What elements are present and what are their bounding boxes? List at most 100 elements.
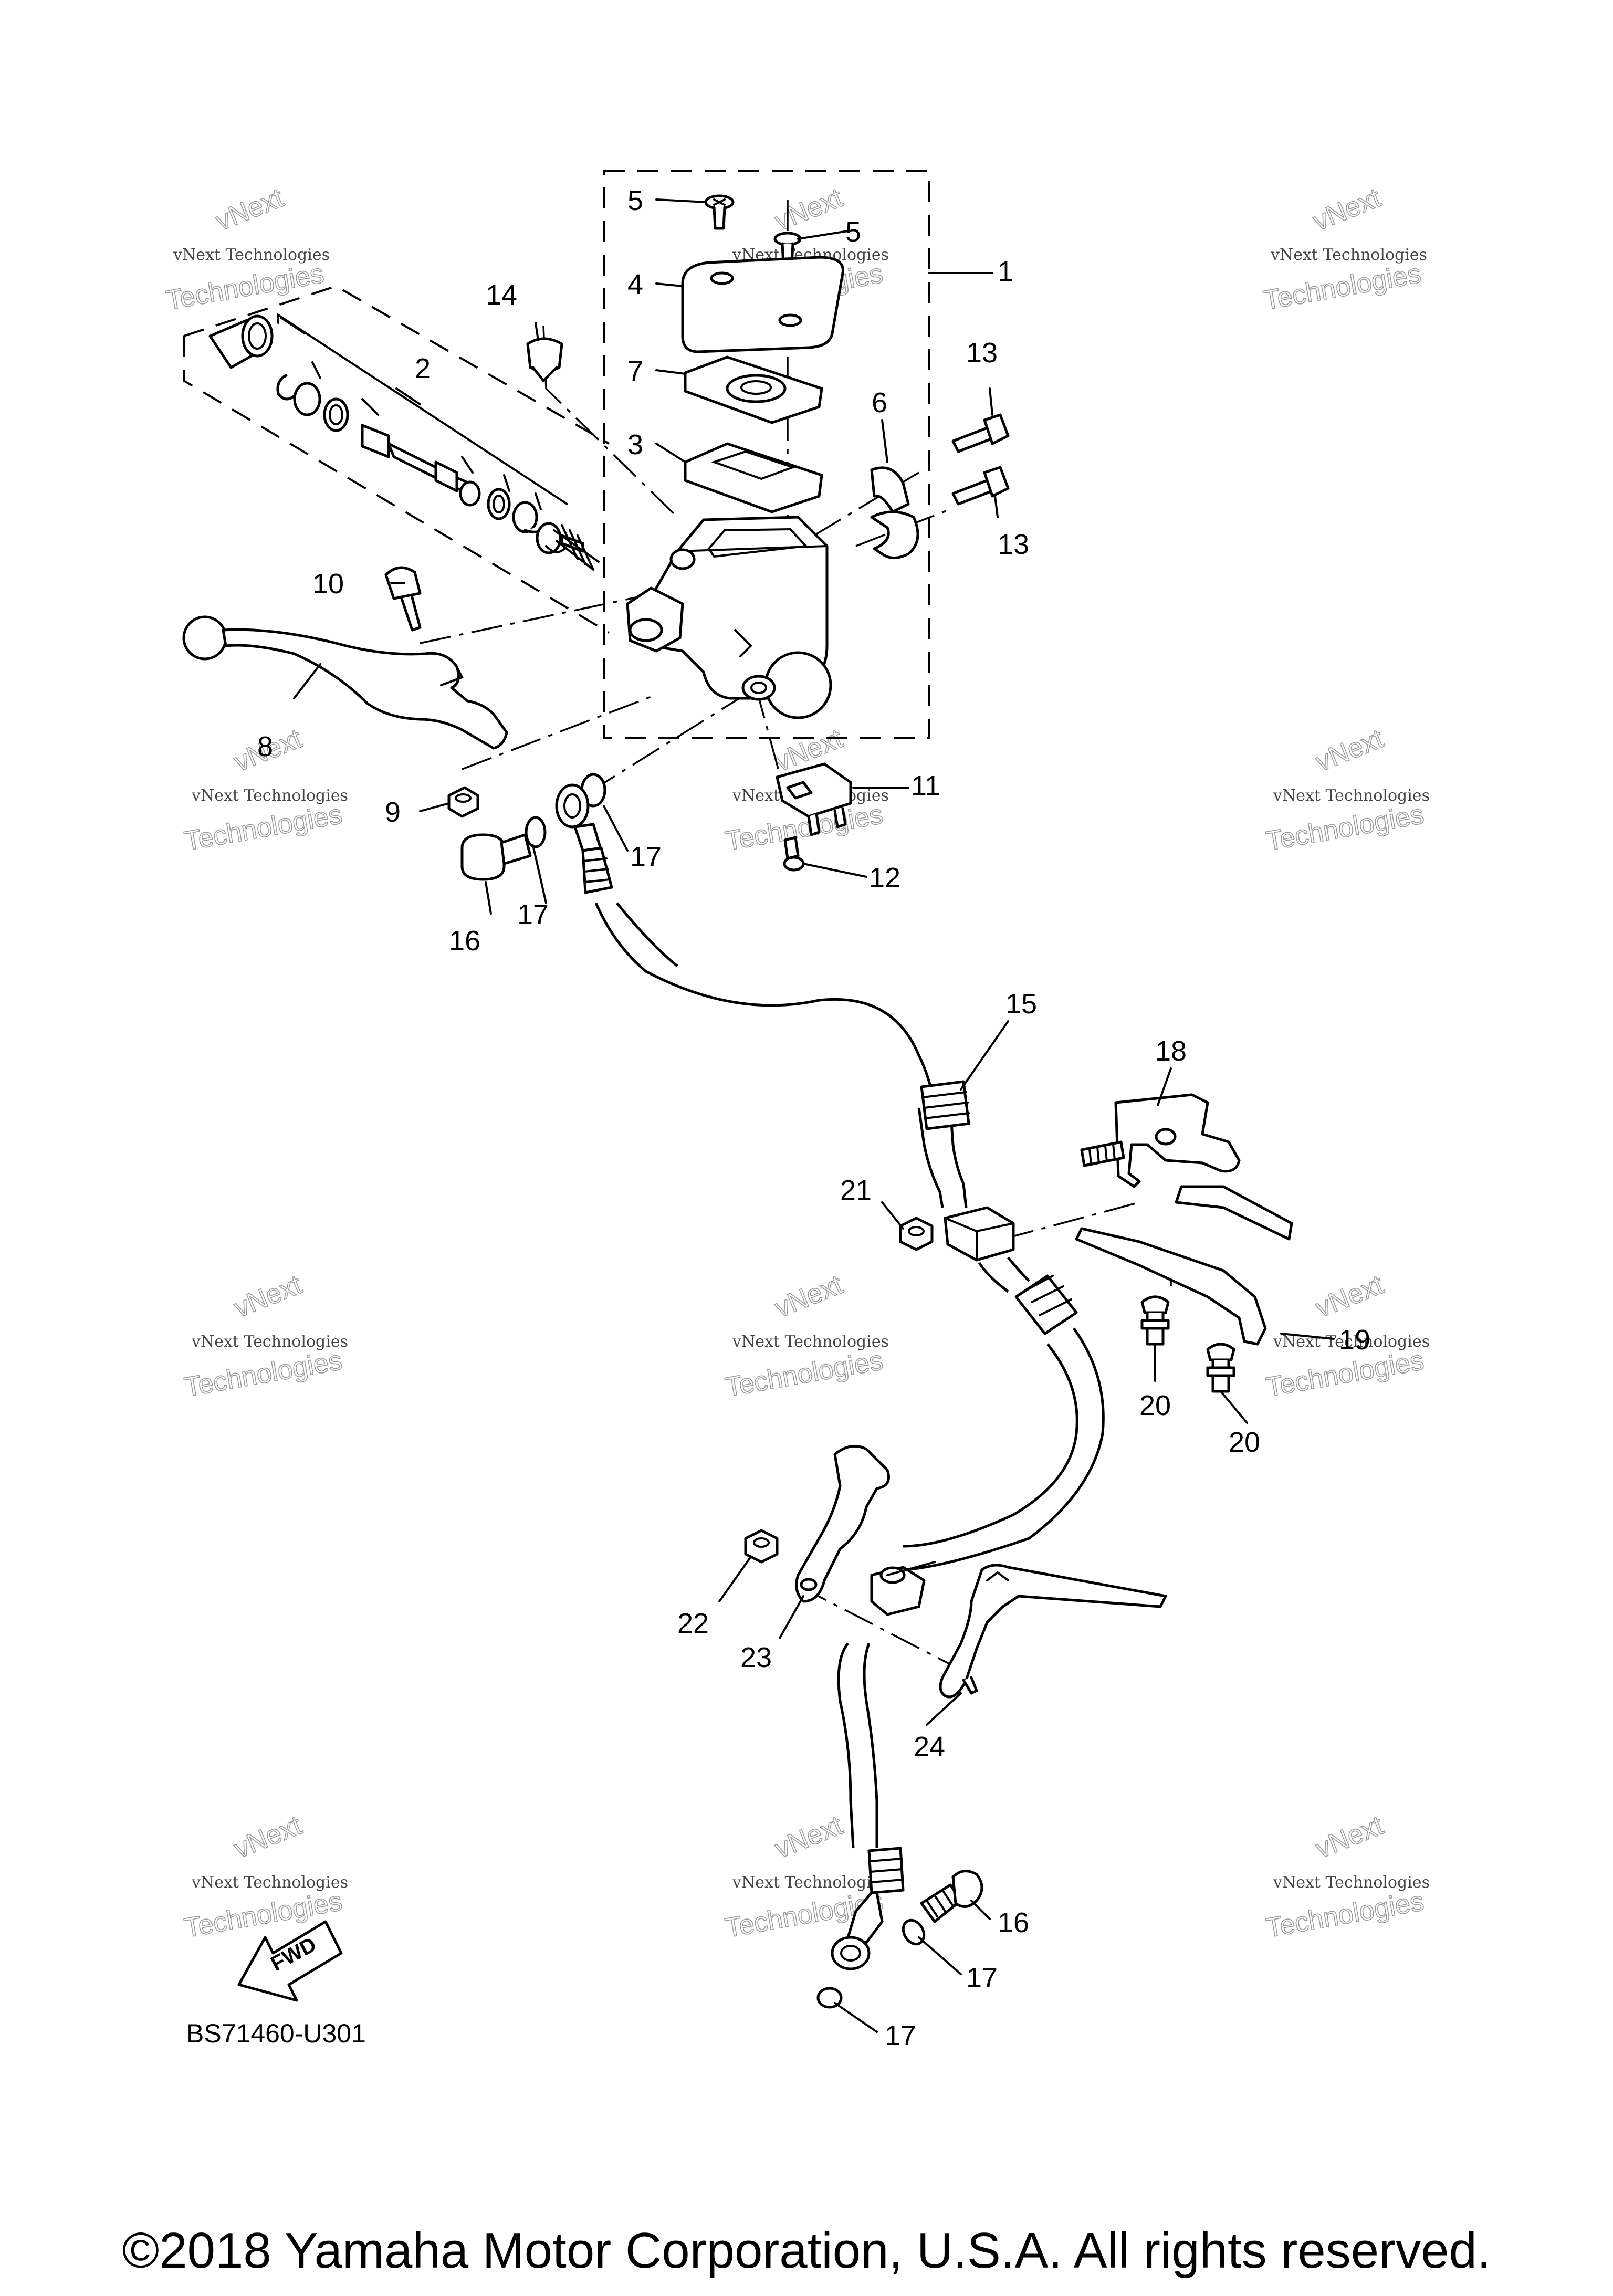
upper-banjo-part <box>555 783 613 894</box>
hose-guide-plate-part <box>1075 1227 1267 1346</box>
watermark-technologies: Technologies <box>182 1345 344 1403</box>
watermark-technologies: Technologies <box>1264 1886 1426 1944</box>
piston-kit-boundary-top <box>183 285 610 445</box>
watermark-technologies: Technologies <box>723 1345 885 1403</box>
watermark-text: vNext Technologies <box>1273 787 1430 805</box>
holder-bolt-part <box>951 413 1010 453</box>
piston-kit-bracket <box>277 313 568 505</box>
watermark-vnext: vNext <box>230 1269 306 1324</box>
centerline-lever-pivot <box>420 595 644 644</box>
cap-screw-part <box>704 194 735 230</box>
switch-screw-part <box>783 836 805 872</box>
pivot-nut-part <box>447 786 479 818</box>
callout-2: 2 <box>415 353 431 384</box>
callout-18: 18 <box>1155 1035 1187 1067</box>
watermark-text: vNext Technologies <box>1270 246 1427 264</box>
centerline-boot <box>542 325 678 518</box>
callout-19: 19 <box>1339 1324 1370 1356</box>
callout-8: 8 <box>257 731 273 762</box>
lower-bracket-arm-part <box>795 1444 890 1603</box>
brake-hose-lower-part <box>837 1256 1105 1849</box>
brake-hose-part <box>594 902 970 1208</box>
watermark-text: vNext Technologies <box>1273 1873 1430 1892</box>
lower-union-bolt-part <box>920 1870 983 1923</box>
callout-3: 3 <box>627 429 643 460</box>
plate-bolt-part <box>1140 1295 1170 1346</box>
master-cylinder-body-part <box>650 516 832 719</box>
watermark-group: vNext vNext Technologies Technologies vN… <box>163 182 1430 1944</box>
watermark-vnext: vNext <box>771 1269 847 1324</box>
hose-clamp-assembly-part <box>870 1564 1167 1699</box>
callout-6: 6 <box>872 387 887 418</box>
callout-14: 14 <box>486 279 517 311</box>
watermark: vNext vNext Technologies Technologies <box>722 1269 889 1403</box>
callout-1: 1 <box>998 256 1013 287</box>
reservoir-cap-part <box>681 256 844 353</box>
callout-13-upper: 13 <box>966 337 998 369</box>
callout-22: 22 <box>677 1608 709 1639</box>
centerline-lower-clamp <box>798 1585 951 1665</box>
callout-4: 4 <box>627 269 643 300</box>
watermark-vnext: vNext <box>1309 182 1385 237</box>
callout-5-lower: 5 <box>845 216 861 248</box>
watermark: vNext vNext Technologies Technologies <box>182 1269 348 1403</box>
brake-switch-part <box>776 762 852 836</box>
watermark-vnext: vNext <box>1312 723 1388 778</box>
copyright-notice: ©2018 Yamaha Motor Corporation, U.S.A. A… <box>122 2222 1491 2279</box>
hose-guide-bracket-part <box>1080 1093 1293 1241</box>
watermark-vnext: vNext <box>1312 1810 1388 1864</box>
handlebar-holder-part <box>870 466 919 559</box>
centerline-union-bolt <box>588 687 757 794</box>
union-bolt-part <box>460 833 532 881</box>
callout-24: 24 <box>914 1731 945 1763</box>
watermark-vnext: vNext <box>1312 1269 1388 1324</box>
callout-17-b: 17 <box>517 899 549 930</box>
callout-16-lower: 16 <box>998 1907 1029 1938</box>
watermark-text: vNext Technologies <box>732 1333 889 1351</box>
watermark-technologies: Technologies <box>182 799 344 857</box>
pivot-bolt-part <box>384 566 422 632</box>
watermark-text: vNext Technologies <box>191 787 348 805</box>
callout-20-right: 20 <box>1229 1427 1260 1458</box>
callout-17-c: 17 <box>966 1962 998 1994</box>
hose-joint-part <box>944 1206 1015 1262</box>
centerline-bracket-joint <box>1002 1201 1140 1240</box>
leader-lines <box>293 198 1335 2033</box>
watermark-vnext: vNext <box>230 1810 306 1864</box>
watermark: vNext vNext Technologies Technologies <box>1263 1810 1430 1944</box>
centerline-holder-top <box>813 471 919 537</box>
forward-direction-arrow: FWD <box>237 1920 343 2002</box>
piston-kit-leaders <box>280 317 542 510</box>
watermark: vNext vNext Technologies Technologies <box>1263 723 1430 857</box>
brake-lever-part <box>182 615 508 750</box>
watermark: vNext vNext Technologies Technologies <box>1261 182 1427 317</box>
callout-labels: 5 5 1 4 14 7 2 13 6 3 13 10 8 11 9 17 12… <box>257 185 1370 2051</box>
diaphragm-part <box>684 442 823 513</box>
callout-17-a: 17 <box>630 841 662 873</box>
centerline-switch <box>755 687 789 804</box>
boot-part <box>526 337 563 382</box>
holder-bolt-part <box>951 466 1010 506</box>
piston-kit-part <box>208 314 600 571</box>
crush-washer-part <box>902 1918 926 1946</box>
watermark-technologies: Technologies <box>1261 258 1423 316</box>
watermark-vnext: vNext <box>771 182 847 237</box>
callout-16-upper: 16 <box>449 925 480 957</box>
callout-9: 9 <box>385 796 401 828</box>
watermark-technologies: Technologies <box>164 258 326 316</box>
centerline-nut <box>462 695 654 770</box>
centerlines <box>420 200 1172 1665</box>
callout-11: 11 <box>911 770 940 802</box>
callout-7: 7 <box>627 355 643 387</box>
lever-mount-part <box>626 586 684 653</box>
callout-21: 21 <box>840 1175 872 1206</box>
hose-joint-nut-part <box>899 1217 934 1251</box>
callout-5-upper: 5 <box>627 185 643 216</box>
callout-23: 23 <box>740 1642 772 1673</box>
plate-bolt-part <box>1206 1343 1235 1393</box>
piston-kit-boundary-bottom <box>183 336 610 634</box>
watermark: vNext vNext Technologies Technologies <box>163 182 330 317</box>
callout-20-left: 20 <box>1139 1390 1171 1421</box>
watermark-technologies: Technologies <box>1264 799 1426 857</box>
